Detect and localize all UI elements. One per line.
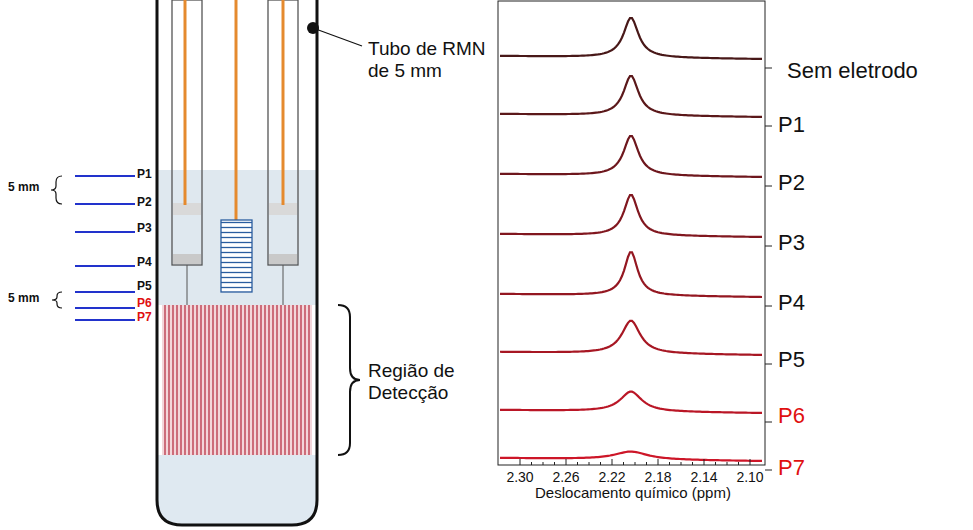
electrode-wire	[235, 0, 238, 220]
electrode-wire	[282, 0, 285, 205]
axis-tick	[765, 126, 772, 127]
axis-tick	[612, 459, 613, 465]
position-label: P6	[137, 297, 152, 311]
plot-frame	[498, 1, 765, 465]
electrode-seal	[173, 203, 201, 215]
axis-tick	[577, 462, 578, 465]
electrode-tube	[172, 0, 202, 265]
callout-label: Tubo de RMN de 5 mm	[368, 38, 498, 82]
trace-label: Sem eletrodo	[787, 58, 918, 83]
axis-tick	[600, 462, 601, 465]
axis-tick	[623, 462, 624, 465]
axis-tick	[658, 459, 659, 465]
nmr-trace	[500, 252, 762, 297]
axis-tick	[765, 68, 772, 69]
position-label: P7	[137, 311, 152, 325]
trace-label: P7	[778, 455, 805, 480]
axis-tick	[765, 470, 772, 471]
mesh-electrode	[221, 220, 252, 292]
tick-label: 2.26	[552, 469, 579, 485]
axis-tick	[681, 462, 682, 465]
nmr-tube	[157, 0, 317, 525]
axis-tick	[704, 459, 705, 465]
axis-tick	[765, 364, 772, 365]
axis-tick	[531, 462, 532, 465]
position-label: P2	[137, 196, 152, 210]
axis-tick	[520, 459, 521, 465]
axis-tick	[765, 186, 772, 187]
axis-tick	[765, 422, 772, 423]
tick-label: 2.30	[506, 469, 533, 485]
axis-tick	[765, 306, 772, 307]
axis-tick	[727, 462, 728, 465]
dimension-label: 5 mm	[8, 181, 39, 195]
axis-tick	[715, 462, 716, 465]
tick-label: 2.10	[736, 469, 763, 485]
axis-tick	[646, 462, 647, 465]
axis-tick	[589, 462, 590, 465]
electrode-seal	[269, 254, 297, 264]
trace-label: P2	[778, 170, 805, 195]
trace-label: P6	[778, 403, 805, 428]
nmr-trace	[500, 18, 762, 59]
axis-tick	[669, 462, 670, 465]
tick-label: 2.22	[598, 469, 625, 485]
tick-label: 2.14	[690, 469, 717, 485]
electrode-tube	[268, 0, 298, 265]
axis-tick	[543, 462, 544, 465]
tick-label: 2.18	[644, 469, 671, 485]
nmr-trace	[500, 321, 762, 355]
axis-tick	[765, 246, 772, 247]
axis-tick	[750, 459, 751, 465]
electrode-wire	[184, 0, 187, 205]
trace-label: P4	[778, 290, 805, 315]
trace-label: P1	[778, 112, 805, 137]
trace-label: P5	[778, 347, 805, 372]
nmr-trace	[500, 76, 762, 117]
electrode-wire	[187, 265, 188, 305]
leader-line	[313, 28, 362, 46]
region-label: Região de Detecção	[368, 360, 488, 404]
axis-tick	[635, 462, 636, 465]
nmr-trace	[500, 452, 762, 461]
electrode-wire	[283, 265, 284, 305]
position-label: P4	[137, 256, 152, 270]
nmr-trace	[500, 195, 762, 237]
trace-label: P3	[778, 230, 805, 255]
axis-tick	[554, 462, 555, 465]
nmr-trace	[500, 136, 762, 177]
position-label: P3	[137, 222, 152, 236]
spectra	[500, 18, 772, 470]
region-bracket	[338, 305, 360, 455]
position-label: P1	[137, 168, 152, 182]
axis-tick	[692, 462, 693, 465]
electrode-seal	[173, 254, 201, 264]
axis-tick	[566, 459, 567, 465]
detection-coil	[162, 305, 312, 455]
position-label: P5	[137, 280, 152, 294]
axis-tick	[738, 462, 739, 465]
dimension-bracket	[51, 176, 62, 204]
solution-bottom	[158, 455, 316, 524]
dimension-label: 5 mm	[8, 292, 39, 306]
dimension-bracket	[52, 292, 62, 308]
axis-title: Deslocamento químico (ppm)	[535, 484, 731, 501]
position-lines	[75, 176, 135, 320]
nmr-trace	[500, 392, 762, 413]
